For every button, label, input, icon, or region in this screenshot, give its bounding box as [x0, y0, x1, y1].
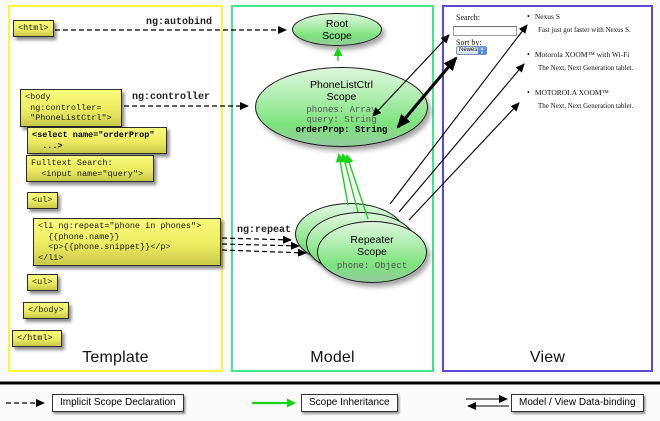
ng-repeat-label: ng:repeat [237, 225, 292, 236]
code-line: Fulltext Search: [31, 158, 113, 168]
repeater-scope-title: Scope [357, 245, 387, 258]
phone-name: Nexus S [534, 12, 561, 21]
legend-model-view-data-binding: Model / View Data-binding [511, 394, 644, 412]
code-line: <ul> [32, 277, 53, 287]
scope-prop-query: query: String [306, 115, 377, 125]
code-line: </html> [17, 333, 53, 343]
phonelistctrl-scope-title: Scope [326, 91, 357, 103]
code-line: <select name="orderProp" [32, 130, 155, 140]
code-line: </li> [38, 252, 64, 263]
model-column-label: Model [310, 349, 355, 366]
search-label: Search: [456, 13, 480, 22]
scope-prop-phones: phones: Array [306, 105, 377, 115]
ng-autobind-label: ng:autobind [146, 17, 213, 28]
repeater-scope-ellipse: Repeater Scope phone: Object [317, 221, 427, 283]
sort-select[interactable]: Newest ▲▼ [456, 46, 487, 55]
code-box-li-repeat: <li ng:repeat="phone in phones"> {{phone… [33, 218, 221, 266]
phone-name: Motorola XOOM™ with Wi-Fi [534, 50, 630, 59]
code-line: <input name="query"> [31, 168, 144, 179]
legend-implicit-scope-declaration: Implicit Scope Declaration [52, 394, 184, 412]
code-line: </body> [28, 305, 64, 315]
model-column: Model [231, 5, 434, 372]
phone-desc: Fast just got faster with Nexus S. [538, 26, 631, 34]
repeater-scope-title: Repeater [350, 233, 394, 246]
code-line: <body [25, 92, 51, 102]
legend-scope-inheritance: Scope Inheritance [301, 394, 398, 412]
code-line: <li ng:repeat="phone in phones"> [38, 221, 202, 231]
phonelistctrl-scope-title: PhoneListCtrl [309, 79, 374, 91]
template-column-label: Template [82, 349, 149, 366]
phone-desc: The Next, Next Generation tablet. [538, 64, 634, 72]
root-scope-title: Scope [322, 29, 352, 42]
phone-name: MOTOROLA XOOM™ [534, 88, 609, 97]
code-box-body-close: </body> [23, 302, 69, 319]
view-column-label: View [529, 349, 566, 366]
code-box-select-orderprop: <select name="orderProp" ...> [27, 127, 167, 154]
phone-desc: The Next, Next Generation tablet. [538, 102, 634, 110]
code-line: {{phone.name}} [38, 231, 120, 242]
root-scope-title: Root [325, 17, 349, 30]
scope-prop-phone: phone: Object [336, 260, 408, 271]
bullet-icon: • [527, 50, 530, 59]
phone-list: • Nexus S Fast just got faster with Nexus… [527, 12, 654, 126]
code-box-ul-second: <ul> [27, 274, 58, 291]
code-box-html-close: </html> [12, 330, 62, 347]
code-box-ul-open: <ul> [27, 192, 58, 209]
phone-list-item: • Motorola XOOM™ with Wi-Fi The Next, Nex… [527, 50, 654, 73]
sort-select-value: Newest [459, 47, 478, 53]
bullet-icon: • [527, 12, 530, 21]
root-scope-ellipse: Root Scope [292, 13, 382, 46]
code-line: ng:controller= [25, 102, 102, 113]
select-stepper-icon: ▲▼ [478, 46, 486, 54]
code-line: <ul> [32, 195, 53, 205]
code-line: <p>{{phone.snippet}}</p> [38, 242, 171, 252]
phone-list-item: • MOTOROLA XOOM™ The Next, Next Generatio… [527, 88, 654, 111]
code-line: <html> [18, 23, 49, 33]
ng-controller-label: ng:controller [132, 92, 211, 103]
code-line: ...> [32, 140, 63, 151]
code-box-body-open: <body ng:controller= "PhoneListCtrl"> [20, 89, 122, 127]
bullet-icon: • [527, 88, 530, 97]
phone-list-item: • Nexus S Fast just got faster with Nexus… [527, 12, 654, 35]
code-box-fulltext-search: Fulltext Search: <input name="query"> [26, 155, 154, 182]
search-input[interactable] [453, 26, 517, 36]
scope-prop-orderprop: orderProp: String [295, 125, 388, 135]
phonelistctrl-scope-ellipse: PhoneListCtrl Scope phones: Array query:… [255, 67, 428, 147]
code-line: "PhoneListCtrl"> [25, 113, 112, 123]
code-box-html-open: <html> [13, 20, 54, 37]
